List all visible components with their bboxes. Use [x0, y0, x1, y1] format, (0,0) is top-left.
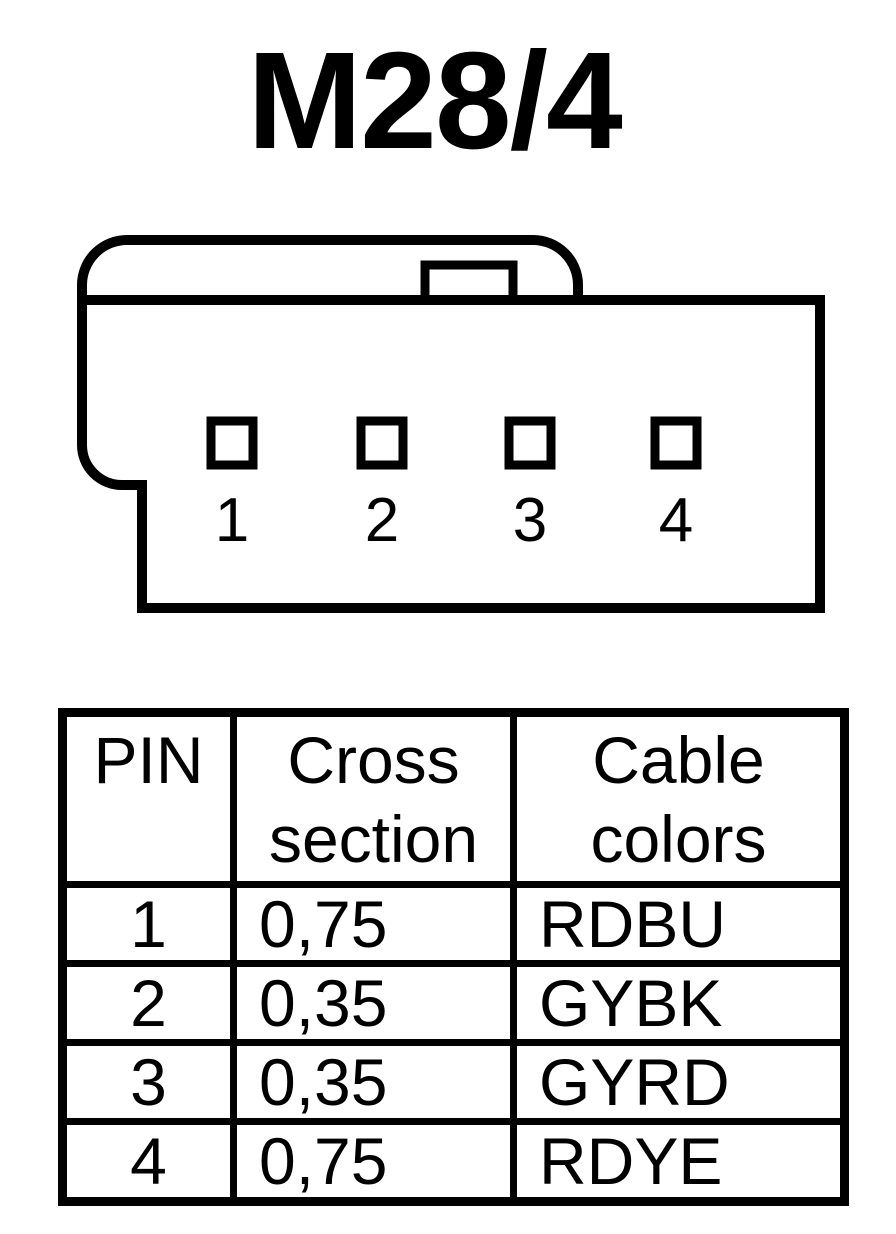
- table-row: 1 0,75 RDBU: [59, 881, 848, 967]
- pin-labels: 1 2 3 4: [215, 486, 693, 555]
- cell-cable-colors: GYBK: [510, 960, 848, 1046]
- pin-label-3: 3: [513, 486, 547, 555]
- connector-lid: [77, 235, 583, 302]
- pin-socket-3: [504, 416, 556, 470]
- cell-pin: 3: [59, 1039, 237, 1125]
- table-row: 4 0,75 RDYE: [59, 1118, 848, 1205]
- cell-cable-colors: RDBU: [510, 881, 848, 967]
- cell-pin: 2: [59, 960, 237, 1046]
- cell-pin: 1: [59, 881, 237, 967]
- cell-cable-colors: RDYE: [510, 1118, 848, 1205]
- column-header-cable-colors: Cable colors: [510, 709, 848, 888]
- pin-label-1: 1: [215, 486, 249, 555]
- cell-cross-section: 0,35: [230, 1039, 517, 1125]
- column-header-cross-section: Cross section: [230, 709, 517, 888]
- pin-socket-2: [356, 416, 408, 470]
- page-title: M28/4: [247, 24, 623, 178]
- cell-pin: 4: [59, 1118, 237, 1205]
- pin-sockets: [206, 416, 702, 470]
- table-row: 3 0,35 GYRD: [59, 1039, 848, 1125]
- cell-cross-section: 0,75: [230, 881, 517, 967]
- connector-diagram: 1 2 3 4: [77, 235, 825, 613]
- connector-body: [77, 295, 825, 613]
- cell-cross-section: 0,75: [230, 1118, 517, 1205]
- column-header-pin: PIN: [59, 709, 237, 888]
- cell-cable-colors: GYRD: [510, 1039, 848, 1125]
- cell-cross-section: 0,35: [230, 960, 517, 1046]
- pin-label-4: 4: [659, 486, 693, 555]
- pin-label-2: 2: [365, 486, 399, 555]
- pin-socket-1: [206, 416, 258, 470]
- pinout-table: PIN Cross section Cable colors 1 0,75 RD…: [58, 708, 849, 1206]
- header-row: PIN Cross section Cable colors: [59, 709, 848, 888]
- connector-latch-notch: [420, 260, 518, 304]
- pin-socket-4: [650, 416, 702, 470]
- table-row: 2 0,35 GYBK: [59, 960, 848, 1046]
